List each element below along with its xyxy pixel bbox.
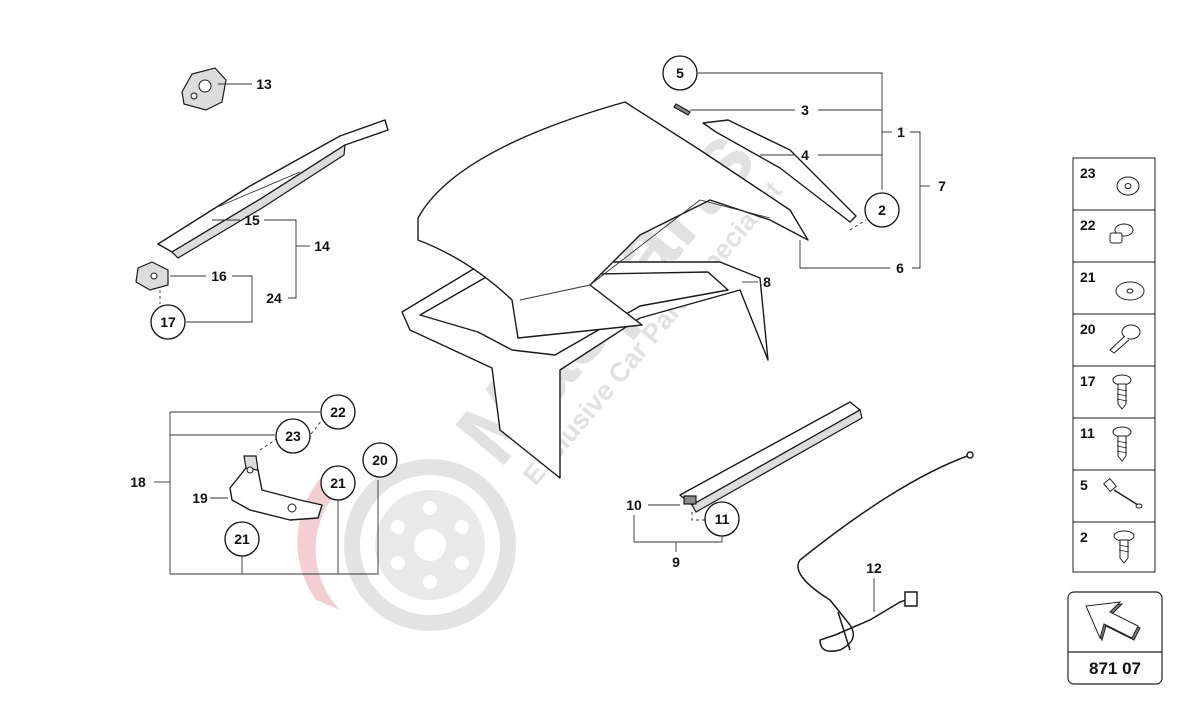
bracket-19 <box>229 455 323 521</box>
roof-panel <box>417 101 809 339</box>
bracket-13 <box>181 67 227 111</box>
callout-circle-2 <box>864 192 900 228</box>
side-rail <box>157 119 389 259</box>
side-rail-detail <box>214 171 301 209</box>
callout-2: 2 <box>878 202 886 218</box>
flat-washer-icon <box>1116 176 1140 196</box>
callout-21-lower: 21 <box>234 531 250 547</box>
callout-circle-17 <box>150 304 186 340</box>
roof-panel-crease <box>589 199 771 286</box>
leader-lines <box>154 72 930 612</box>
callout-7: 7 <box>938 178 946 194</box>
callout-11: 11 <box>715 511 730 527</box>
flange-screw-icon <box>1112 426 1132 462</box>
callout-12: 12 <box>866 560 882 576</box>
flange-screw-icon <box>1112 374 1132 410</box>
figure-number: 871 07 <box>1089 659 1141 678</box>
roof-clip <box>673 103 691 116</box>
figure-box: 871 07 <box>1067 591 1163 685</box>
callout-circle-22 <box>320 394 356 430</box>
callout-5: 5 <box>676 65 684 81</box>
cable-harness <box>797 451 974 652</box>
roof-panel-assembly <box>401 101 857 479</box>
legend-num-22: 22 <box>1080 217 1096 233</box>
callout-18: 18 <box>130 474 146 490</box>
callout-24: 24 <box>266 290 282 306</box>
flat-washer-icon <box>1115 281 1145 301</box>
callout-9: 9 <box>672 554 680 570</box>
fastener-legend: 23 22 21 20 17 <box>1072 157 1156 573</box>
rivet-long-icon <box>1109 324 1141 354</box>
callout-15: 15 <box>244 212 260 228</box>
callout-6: 6 <box>896 260 904 276</box>
callout-10: 10 <box>626 497 642 513</box>
callout-4: 4 <box>801 147 809 163</box>
callout-22: 22 <box>330 404 346 420</box>
callout-21-upper: 21 <box>330 475 346 491</box>
callout-circle-21-lower <box>224 521 260 557</box>
roof-panel-edge <box>519 284 591 301</box>
callout-19: 19 <box>192 490 208 506</box>
flange-screw-icon <box>1113 530 1135 564</box>
legend-num-5: 5 <box>1080 477 1088 493</box>
legend-num-11: 11 <box>1080 425 1095 441</box>
callout-3: 3 <box>801 102 809 118</box>
crossbar <box>679 401 863 513</box>
clip-16 <box>135 261 169 291</box>
legend-num-21: 21 <box>1080 269 1096 285</box>
callout-17: 17 <box>160 314 176 330</box>
callout-20: 20 <box>372 452 388 468</box>
crossbar-end <box>683 495 697 505</box>
callout-16: 16 <box>211 268 227 284</box>
callout-8: 8 <box>763 274 771 290</box>
callout-1: 1 <box>897 124 905 140</box>
legend-num-2: 2 <box>1080 529 1088 545</box>
callout-circle-5 <box>662 55 698 91</box>
pin-screw-icon <box>1103 477 1143 509</box>
rivet-icon <box>1109 223 1134 244</box>
legend-num-20: 20 <box>1080 321 1096 337</box>
roof-side-trim <box>702 119 857 223</box>
callouts: 5 3 4 1 7 2 6 8 13 15 14 16 24 17 22 23 <box>130 55 946 576</box>
callout-circle-23 <box>275 418 311 454</box>
watermark-disc-icon <box>297 459 516 631</box>
callout-13: 13 <box>256 76 272 92</box>
callout-14: 14 <box>314 238 330 254</box>
orientation-arrow-icon <box>1085 601 1141 642</box>
legend-num-17: 17 <box>1080 373 1096 389</box>
legend-num-23: 23 <box>1080 165 1096 181</box>
callout-circle-11 <box>704 501 740 537</box>
callout-circle-20 <box>362 442 398 478</box>
callout-circle-21-upper <box>320 465 356 501</box>
callout-23: 23 <box>285 428 301 444</box>
